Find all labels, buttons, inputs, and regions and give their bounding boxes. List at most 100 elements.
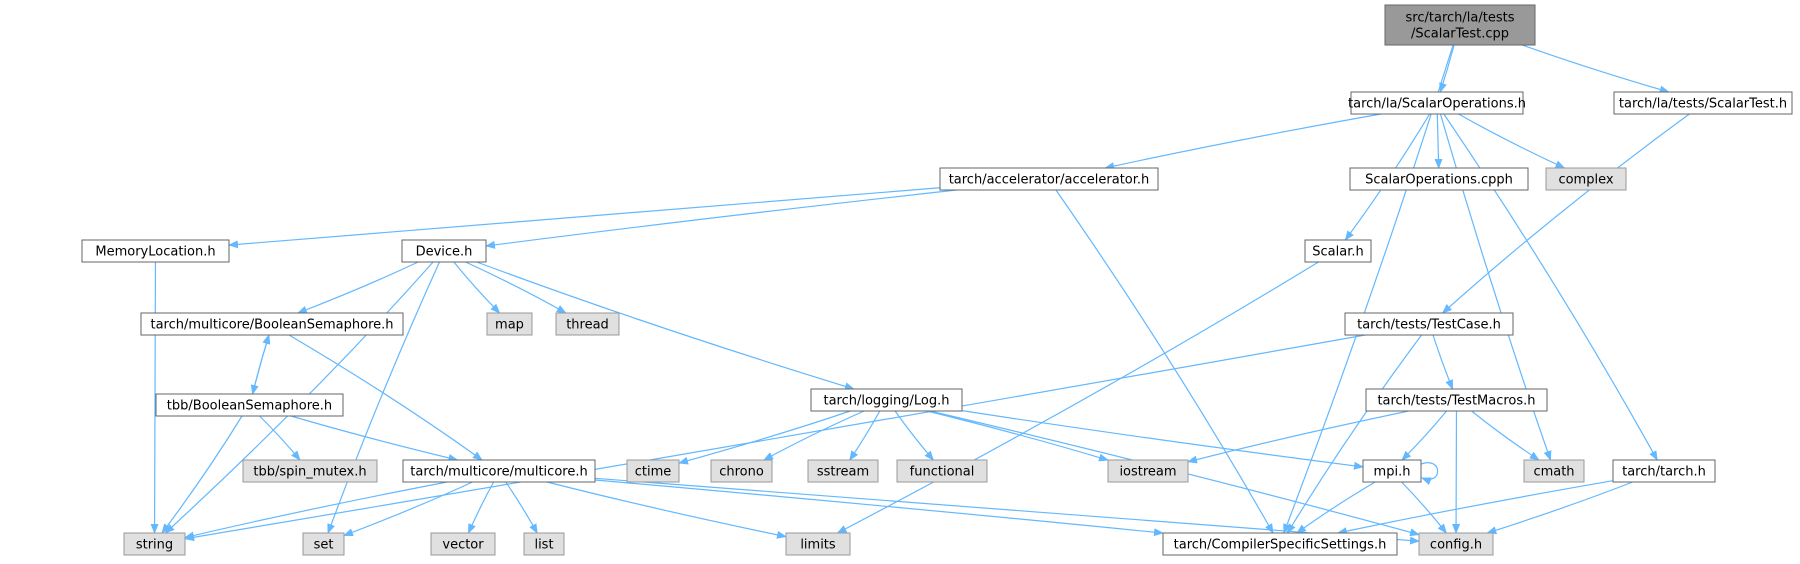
- node-label-testcase: tarch/tests/TestCase.h: [1357, 318, 1501, 333]
- node-vector[interactable]: vector: [430, 532, 496, 556]
- edge-device-to-thread: [465, 261, 567, 314]
- node-box-list: [523, 532, 565, 556]
- node-label-complex: complex: [1558, 173, 1613, 188]
- node-compiler[interactable]: tarch/CompilerSpecificSettings.h: [1162, 532, 1398, 556]
- node-label-scalarops_cpph: ScalarOperations.cpph: [1365, 173, 1513, 188]
- node-label-root-0: src/tarch/la/tests: [1406, 11, 1515, 26]
- node-cmath[interactable]: cmath: [1523, 459, 1585, 483]
- edge-multicore-to-config: [594, 477, 1420, 545]
- node-thread[interactable]: thread: [555, 312, 620, 336]
- node-box-tarch_h: [1612, 459, 1716, 483]
- node-multicore[interactable]: tarch/multicore/multicore.h: [402, 459, 596, 483]
- node-scalarops[interactable]: tarch/la/ScalarOperations.h: [1348, 91, 1526, 115]
- node-iostream[interactable]: iostream: [1107, 459, 1189, 483]
- node-testmacros[interactable]: tarch/tests/TestMacros.h: [1365, 388, 1548, 412]
- edge-log-to-ctime: [678, 410, 851, 465]
- node-box-string: [123, 532, 186, 556]
- node-label-list: list: [534, 538, 553, 553]
- node-tbbboolsem[interactable]: tbb/BooleanSemaphore.h: [155, 393, 344, 417]
- edge-device-to-map: [453, 261, 501, 314]
- edge-mpi-to-config: [1401, 481, 1447, 534]
- edge-scalarops-to-complex: [1458, 113, 1566, 169]
- node-label-log: tarch/logging/Log.h: [823, 394, 949, 409]
- edge-multicore-to-list: [505, 481, 538, 534]
- node-string[interactable]: string: [123, 532, 186, 556]
- node-sstream[interactable]: sstream: [807, 459, 879, 483]
- node-box-scalar_h: [1304, 239, 1372, 263]
- edge-multicore-to-vector: [467, 481, 495, 534]
- node-box-scalarops_cpph: [1349, 167, 1529, 191]
- edge-scalarops-to-accelerator: [1104, 113, 1381, 170]
- edge-testmacros-to-cmath: [1471, 410, 1540, 461]
- node-box-thread: [555, 312, 620, 336]
- node-box-limits: [785, 532, 851, 556]
- node-testcase[interactable]: tarch/tests/TestCase.h: [1344, 312, 1514, 336]
- node-complex[interactable]: complex: [1545, 167, 1627, 191]
- edge-root-to-scalartest_h: [1522, 44, 1670, 94]
- node-label-chrono: chrono: [719, 465, 764, 480]
- node-box-boolsem: [140, 312, 404, 336]
- node-log[interactable]: tarch/logging/Log.h: [810, 388, 963, 412]
- node-box-chrono: [710, 459, 773, 483]
- node-label-map: map: [495, 318, 524, 333]
- node-scalarops_cpph[interactable]: ScalarOperations.cpph: [1349, 167, 1529, 191]
- node-label-memloc: MemoryLocation.h: [95, 245, 215, 260]
- node-accelerator[interactable]: tarch/accelerator/accelerator.h: [939, 167, 1159, 191]
- node-label-multicore: tarch/multicore/multicore.h: [410, 465, 587, 480]
- edge-tbbboolsem-to-spinmutex: [259, 415, 301, 461]
- node-box-scalarops: [1350, 91, 1524, 115]
- node-box-multicore: [402, 459, 596, 483]
- node-box-set: [302, 532, 345, 556]
- edge-boolsem-to-multicore: [288, 334, 483, 461]
- node-box-accelerator: [939, 167, 1159, 191]
- node-box-config: [1418, 532, 1494, 556]
- edge-multicore-to-compiler: [594, 479, 1164, 537]
- node-label-mpi: mpi.h: [1374, 465, 1411, 480]
- edge-scalarops-to-cmath: [1439, 113, 1552, 461]
- edge-testcase-to-testmacros: [1432, 334, 1454, 390]
- nodes-layer: src/tarch/la/tests/ScalarTest.cpp tarch/l…: [81, 4, 1793, 556]
- edge-root-to-scalarops: [1439, 44, 1455, 93]
- node-map[interactable]: map: [486, 312, 533, 336]
- node-root[interactable]: src/tarch/la/tests/ScalarTest.cpp: [1384, 4, 1536, 46]
- node-spinmutex[interactable]: tbb/spin_mutex.h: [242, 459, 378, 483]
- node-label-device: Device.h: [416, 245, 473, 260]
- node-mpi[interactable]: mpi.h: [1362, 459, 1422, 483]
- edge-memloc-to-string: [150, 261, 159, 534]
- node-tarch_h[interactable]: tarch/tarch.h: [1612, 459, 1716, 483]
- node-set[interactable]: set: [302, 532, 345, 556]
- edge-device-to-set: [327, 261, 441, 534]
- edge-tbbboolsem-to-boolsem: [251, 334, 271, 395]
- edge-log-to-sstream: [849, 410, 881, 461]
- node-scalar_h[interactable]: Scalar.h: [1304, 239, 1372, 263]
- node-ctime[interactable]: ctime: [626, 459, 680, 483]
- node-config[interactable]: config.h: [1418, 532, 1494, 556]
- node-box-scalartest_h: [1613, 91, 1793, 115]
- node-chrono[interactable]: chrono: [710, 459, 773, 483]
- node-boolsem[interactable]: tarch/multicore/BooleanSemaphore.h: [140, 312, 404, 336]
- edge-scalarops-to-tarch_h: [1443, 113, 1658, 461]
- node-box-compiler: [1162, 532, 1398, 556]
- node-functional[interactable]: functional: [896, 459, 988, 483]
- node-device[interactable]: Device.h: [401, 239, 487, 263]
- edge-accelerator-to-memloc: [228, 187, 941, 249]
- node-limits[interactable]: limits: [785, 532, 851, 556]
- edge-tarch_h-to-compiler: [1336, 480, 1614, 536]
- node-label-sstream: sstream: [817, 465, 869, 480]
- node-box-tbbboolsem: [155, 393, 344, 417]
- node-box-vector: [430, 532, 496, 556]
- node-label-ctime: ctime: [635, 465, 672, 480]
- edge-log-to-functional: [894, 410, 935, 461]
- node-box-ctime: [626, 459, 680, 483]
- node-label-vector: vector: [442, 538, 484, 553]
- node-memloc[interactable]: MemoryLocation.h: [81, 239, 230, 263]
- node-label-root-1: /ScalarTest.cpp: [1411, 27, 1509, 42]
- edge-accelerator-to-device: [485, 189, 957, 249]
- edge-device-to-log: [476, 261, 855, 391]
- edge-tbbboolsem-to-multicore: [290, 415, 459, 462]
- node-scalartest_h[interactable]: tarch/la/tests/ScalarTest.h: [1613, 91, 1793, 115]
- edge-scalarops-to-scalarops_cpph: [1434, 113, 1443, 169]
- node-box-functional: [896, 459, 988, 483]
- node-list[interactable]: list: [523, 532, 565, 556]
